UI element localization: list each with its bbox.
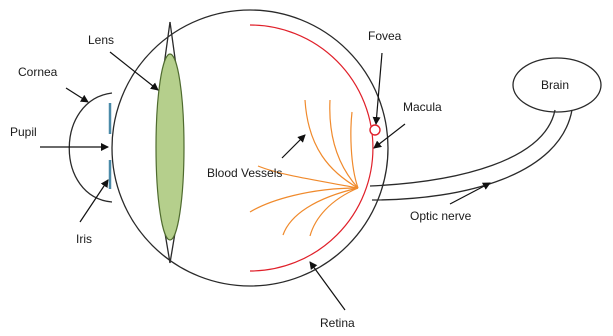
fovea-marker <box>370 125 380 135</box>
label-brain: Brain <box>541 78 569 92</box>
optic-nerve-arrow <box>450 183 490 204</box>
label-cornea: Cornea <box>18 65 58 79</box>
fovea-arrow <box>376 53 382 124</box>
label-fovea: Fovea <box>368 29 402 43</box>
retina-arc <box>250 25 373 271</box>
label-optic-nerve: Optic nerve <box>410 209 472 223</box>
label-blood-vessels: Blood Vessels <box>207 166 282 180</box>
label-macula: Macula <box>403 100 442 114</box>
label-retina: Retina <box>320 316 355 330</box>
optic-nerve-upper <box>370 110 555 186</box>
eyeball-outline <box>112 10 388 286</box>
optic-nerve-lower <box>372 110 572 200</box>
label-pupil: Pupil <box>10 125 37 139</box>
label-lens: Lens <box>88 33 114 47</box>
lens-shape <box>156 54 184 240</box>
blood-vessels-arrow <box>282 135 305 158</box>
cornea-arrow <box>66 88 88 102</box>
label-iris: Iris <box>76 232 92 246</box>
lens-arrow <box>110 52 158 90</box>
retina-arrow <box>310 262 345 310</box>
